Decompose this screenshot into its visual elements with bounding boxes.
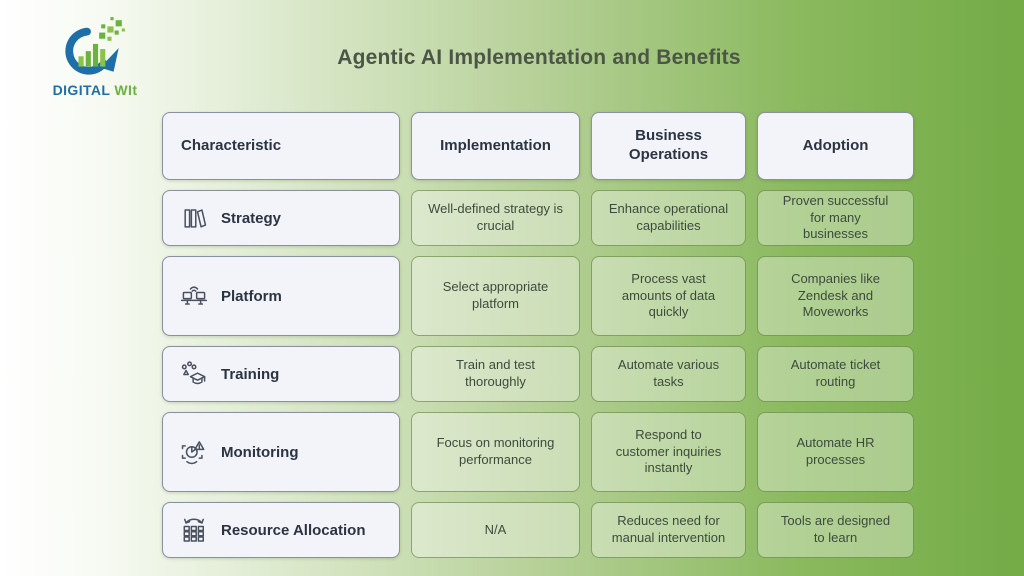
brand-name: DIGITAL WIt [30,82,160,98]
graduation-cap-icon [177,357,211,391]
brand-name-primary: DIGITAL [52,82,111,98]
comparison-table: Characteristic Implementation Business O… [162,112,914,558]
cell-strategy-business-operations: Enhance operational capabilities [591,190,746,246]
cell-training-implementation: Train and test thoroughly [411,346,580,402]
books-icon [177,201,211,235]
characteristic-label: Resource Allocation [221,521,366,539]
cell-strategy-adoption: Proven successful for many businesses [757,190,914,246]
header-implementation: Implementation [411,112,580,180]
cell-platform-implementation: Select appropriate platform [411,256,580,336]
digital-wit-logo-icon [65,17,125,75]
header-characteristic: Characteristic [162,112,400,180]
row-training-label: Training [162,346,400,402]
cell-monitoring-business-operations: Respond to customer inquiries instantly [591,412,746,492]
characteristic-label: Monitoring [221,443,299,461]
cell-resource-allocation-business-operations: Reduces need for manual intervention [591,502,746,558]
monitors-icon [177,279,211,313]
row-monitoring-label: Monitoring [162,412,400,492]
header-business-operations: Business Operations [591,112,746,180]
cell-platform-business-operations: Process vast amounts of data quickly [591,256,746,336]
cell-platform-adoption: Companies like Zendesk and Moveworks [757,256,914,336]
cell-training-business-operations: Automate various tasks [591,346,746,402]
header-adoption: Adoption [757,112,914,180]
allocation-grid-icon [177,513,211,547]
characteristic-label: Strategy [221,209,282,227]
characteristic-label: Platform [221,287,282,305]
brand-logo: DIGITAL WIt [30,12,160,98]
characteristic-label: Training [221,365,280,383]
cell-training-adoption: Automate ticket routing [757,346,914,402]
row-platform-label: Platform [162,256,400,336]
cell-resource-allocation-adoption: Tools are designed to learn [757,502,914,558]
cell-monitoring-adoption: Automate HR processes [757,412,914,492]
cell-strategy-implementation: Well-defined strategy is crucial [411,190,580,246]
page-title: Agentic AI Implementation and Benefits [337,46,741,69]
alert-monitor-icon [177,435,211,469]
row-strategy-label: Strategy [162,190,400,246]
brand-name-secondary: WIt [114,82,138,98]
cell-monitoring-implementation: Focus on monitoring performance [411,412,580,492]
row-resource-allocation-label: Resource Allocation [162,502,400,558]
cell-resource-allocation-implementation: N/A [411,502,580,558]
